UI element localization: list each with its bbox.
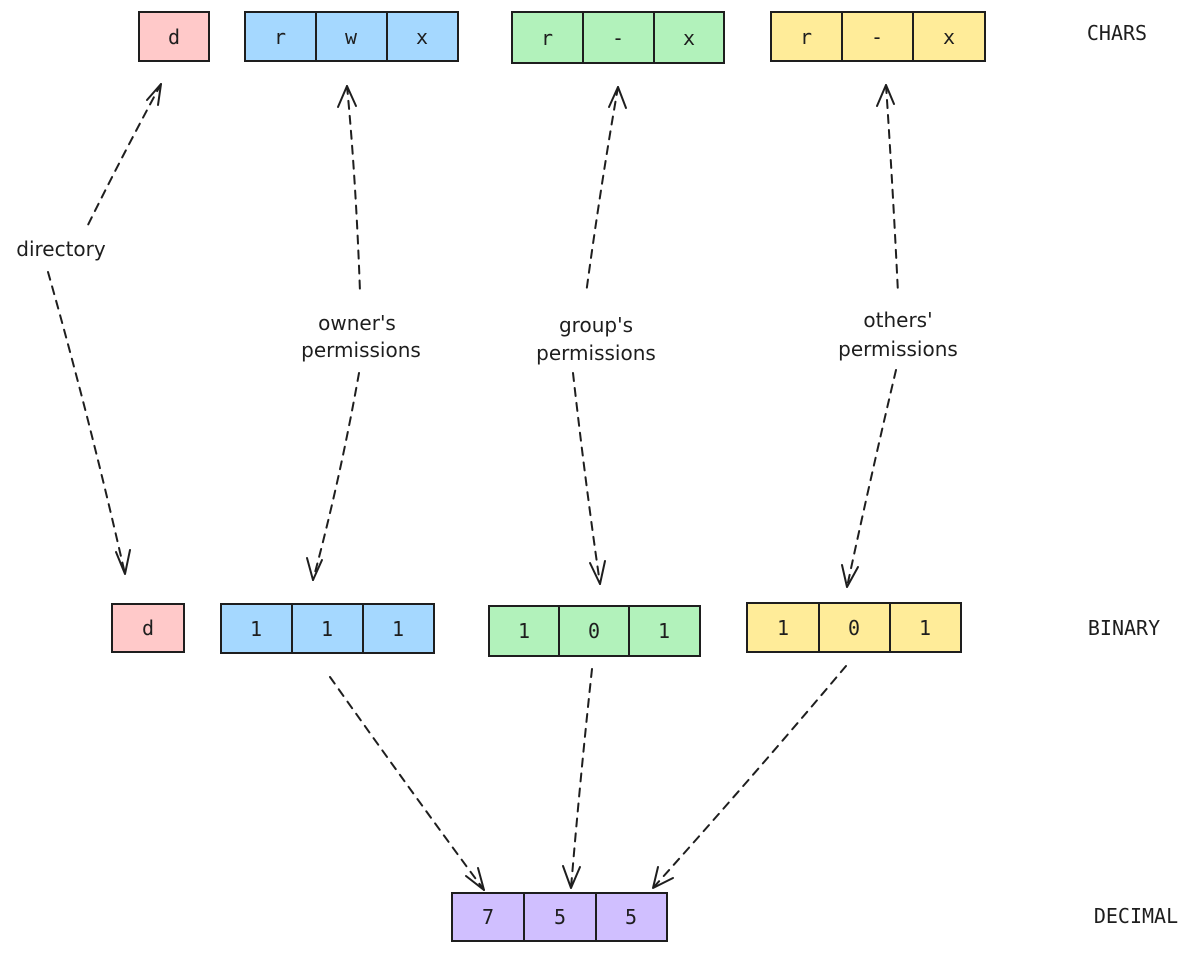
decimal-owner-cell: 7 bbox=[451, 892, 525, 942]
binary-group-cell: 1 bbox=[488, 605, 560, 657]
chars-others-cell: x bbox=[912, 11, 986, 62]
owner-to-decimal-connector bbox=[329, 676, 485, 891]
binary-group-bit: 1 bbox=[518, 619, 530, 643]
chars-group-cell: r bbox=[511, 11, 584, 64]
binary-others-bit: 1 bbox=[777, 616, 789, 640]
binary-others-bit: 1 bbox=[919, 616, 931, 640]
binary-others-cell: 1 bbox=[889, 602, 962, 653]
group-to-decimal-connector bbox=[562, 668, 593, 889]
arrow-down-icon bbox=[589, 560, 606, 585]
chars-owner-execute: x bbox=[416, 25, 428, 49]
binary-owner-bit: 1 bbox=[321, 617, 333, 641]
owner-connector: owner's permissions bbox=[301, 85, 421, 581]
row-label-decimal: DECIMAL bbox=[1094, 904, 1178, 928]
binary-group-cell: 1 bbox=[628, 605, 701, 657]
arrow-up-icon bbox=[337, 85, 357, 108]
others-label-line2: permissions bbox=[838, 337, 958, 361]
binary-owner-cell: 1 bbox=[362, 603, 435, 654]
chars-group-cell: - bbox=[582, 11, 655, 64]
binary-others-group: 1 0 1 bbox=[746, 602, 962, 653]
binary-others-cell: 0 bbox=[818, 602, 891, 653]
binary-group-cell: 0 bbox=[558, 605, 630, 657]
chars-owner-read: r bbox=[274, 25, 286, 49]
arrow-up-icon bbox=[876, 84, 895, 107]
decimal-owner-digit: 7 bbox=[482, 905, 494, 929]
arrow-down-icon bbox=[562, 865, 581, 889]
decimal-group-digit: 5 bbox=[554, 905, 566, 929]
binary-type-text: d bbox=[142, 616, 154, 640]
decimal-others-cell: 5 bbox=[595, 892, 668, 942]
binary-owner-bit: 1 bbox=[250, 617, 262, 641]
others-to-decimal-connector bbox=[652, 665, 847, 889]
arrow-down-icon bbox=[841, 564, 859, 588]
decimal-group: 7 5 5 bbox=[451, 892, 668, 942]
chars-owner-cell: r bbox=[244, 11, 317, 62]
chars-others-cell: - bbox=[841, 11, 914, 62]
directory-label: directory bbox=[16, 237, 106, 261]
chars-others-write: - bbox=[871, 25, 883, 49]
others-label-line1: others' bbox=[863, 308, 932, 332]
arrow-down-icon bbox=[652, 866, 674, 889]
binary-group-bit: 0 bbox=[588, 619, 600, 643]
arrow-up-icon bbox=[608, 86, 627, 109]
chars-others-execute: x bbox=[943, 25, 955, 49]
group-label-line2: permissions bbox=[536, 341, 656, 365]
directory-connector: directory bbox=[16, 83, 162, 575]
chars-group-cell: x bbox=[653, 11, 725, 64]
owner-label-line2: permissions bbox=[301, 338, 421, 362]
others-connector: others' permissions bbox=[838, 84, 958, 588]
arrow-up-icon bbox=[146, 83, 162, 106]
chars-owner-write: w bbox=[345, 25, 358, 49]
binary-group-group: 1 0 1 bbox=[488, 605, 701, 657]
chars-group-read: r bbox=[541, 26, 553, 50]
chars-others-group: r - x bbox=[770, 11, 986, 62]
row-label-chars: CHARS bbox=[1087, 21, 1147, 45]
binary-owner-cell: 1 bbox=[291, 603, 364, 654]
arrow-down-icon bbox=[465, 867, 485, 891]
chars-others-read: r bbox=[800, 25, 812, 49]
group-label-line1: group's bbox=[559, 313, 633, 337]
chars-others-cell: r bbox=[770, 11, 843, 62]
chars-type-cell: d bbox=[138, 11, 210, 62]
binary-owner-bit: 1 bbox=[392, 617, 404, 641]
row-label-binary: BINARY bbox=[1088, 616, 1160, 640]
arrow-down-icon bbox=[115, 549, 131, 575]
decimal-others-digit: 5 bbox=[625, 905, 637, 929]
arrow-down-icon bbox=[306, 557, 323, 581]
chars-owner-cell: x bbox=[386, 11, 459, 62]
binary-owner-cell: 1 bbox=[220, 603, 293, 654]
binary-others-bit: 0 bbox=[848, 616, 860, 640]
group-connector: group's permissions bbox=[536, 86, 656, 585]
decimal-group-cell: 5 bbox=[523, 892, 597, 942]
chars-group-execute: x bbox=[683, 26, 695, 50]
binary-owner-group: 1 1 1 bbox=[220, 603, 435, 654]
chars-owner-group: r w x bbox=[244, 11, 459, 62]
binary-type-cell: d bbox=[111, 603, 185, 653]
chars-owner-cell: w bbox=[315, 11, 388, 62]
chars-type-text: d bbox=[168, 25, 180, 49]
chars-group-group: r - x bbox=[511, 11, 725, 64]
binary-others-cell: 1 bbox=[746, 602, 820, 653]
owner-label-line1: owner's bbox=[318, 311, 396, 335]
binary-group-bit: 1 bbox=[658, 619, 670, 643]
chars-group-write: - bbox=[612, 26, 624, 50]
